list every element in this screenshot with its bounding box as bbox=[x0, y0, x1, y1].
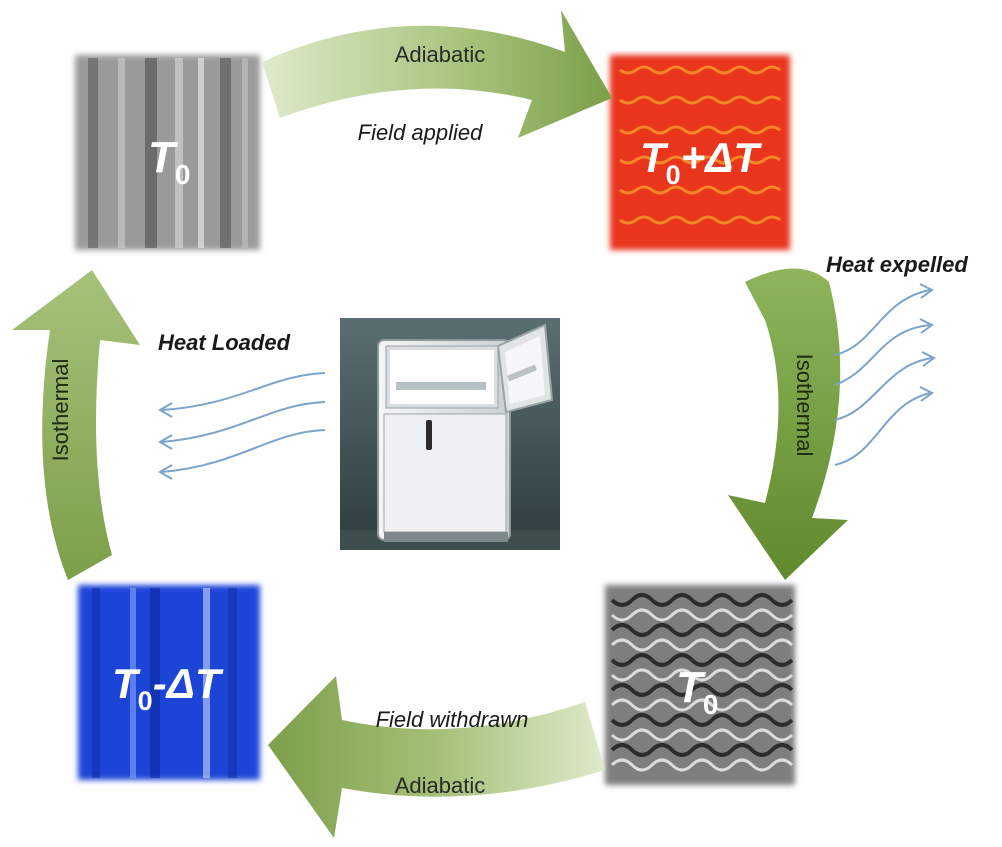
arrow-right bbox=[728, 268, 848, 580]
arrow-bottom bbox=[268, 676, 605, 838]
arrow-left bbox=[12, 270, 140, 580]
arrow-right-label: Isothermal bbox=[792, 354, 817, 457]
tile-top-right bbox=[610, 55, 790, 250]
state-bottom-right-sub: 0 bbox=[703, 689, 719, 720]
heat-expelled-flow bbox=[834, 283, 936, 466]
refrigerator-icon bbox=[340, 318, 560, 550]
state-bottom-right-T: T bbox=[676, 663, 706, 712]
state-label-bottom-left: T0-ΔT bbox=[112, 660, 224, 716]
arrow-top-label: Adiabatic bbox=[395, 42, 486, 67]
heat-loaded-flow bbox=[158, 372, 326, 480]
arrow-right-caption: Heat expelled bbox=[826, 252, 968, 277]
state-top-right-sub: 0 bbox=[666, 160, 681, 190]
arrow-left-caption: Heat Loaded bbox=[158, 330, 291, 355]
state-label-top-left: T0 bbox=[148, 133, 190, 190]
state-bottom-left-sub: 0 bbox=[138, 686, 153, 716]
state-bottom-left-tail: -ΔT bbox=[153, 660, 224, 707]
tile-bottom-left bbox=[78, 585, 260, 780]
arrow-left-label: Isothermal bbox=[48, 359, 73, 462]
arrow-bottom-caption: Field withdrawn bbox=[376, 707, 529, 732]
arrow-bottom-label: Adiabatic bbox=[395, 773, 486, 798]
arrow-top bbox=[262, 10, 612, 138]
state-top-left-sub: 0 bbox=[175, 159, 191, 190]
state-label-bottom-right: T0 bbox=[676, 663, 718, 720]
tile-top-left bbox=[75, 55, 260, 250]
state-top-right-tail: +ΔT bbox=[681, 134, 763, 181]
state-top-left-T: T bbox=[148, 133, 178, 182]
arrow-top-caption: Field applied bbox=[358, 120, 484, 145]
state-bottom-left-T: T bbox=[112, 660, 141, 707]
tile-bottom-right bbox=[605, 585, 795, 785]
state-label-top-right: T0+ΔT bbox=[640, 134, 762, 190]
state-top-right-T: T bbox=[640, 134, 669, 181]
